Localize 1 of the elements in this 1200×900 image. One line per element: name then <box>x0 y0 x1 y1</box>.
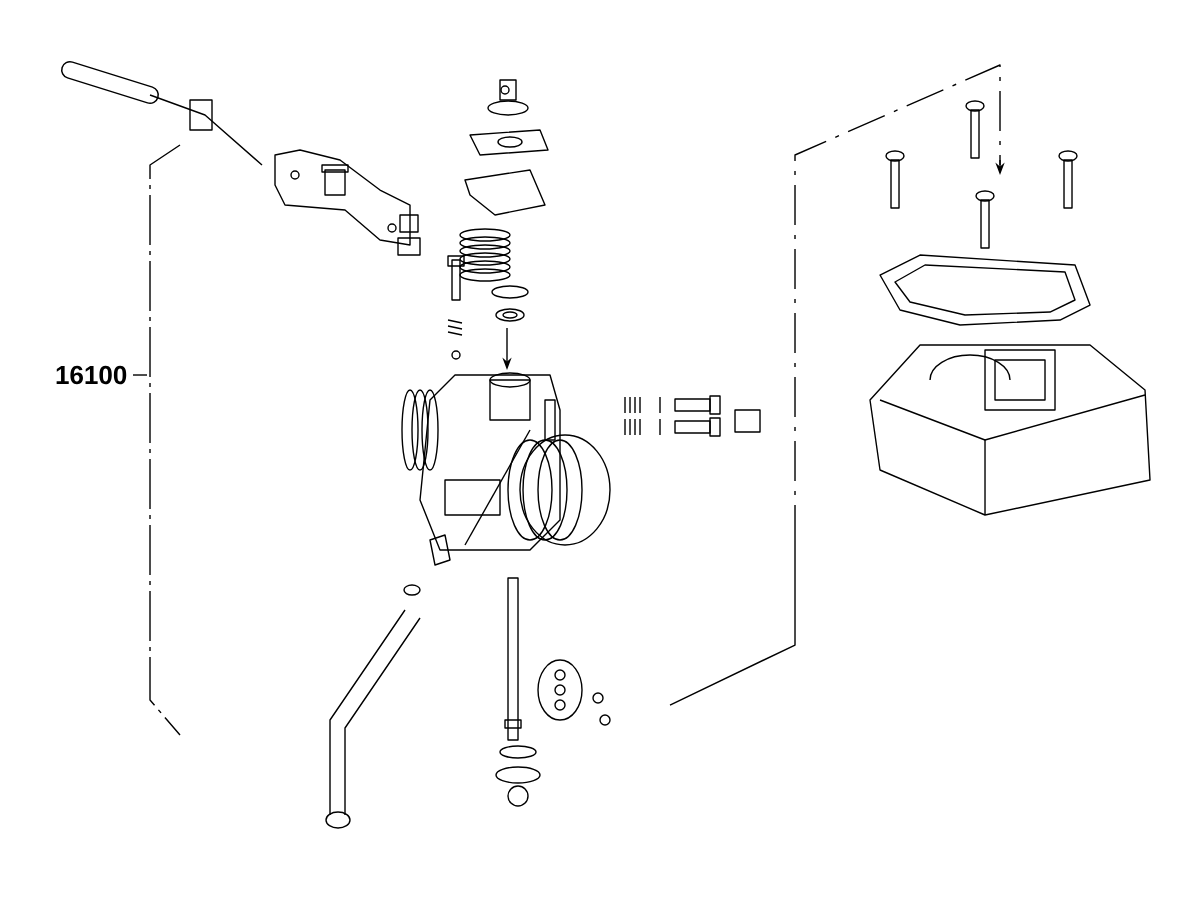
part-number: 16100 <box>56 365 127 385</box>
